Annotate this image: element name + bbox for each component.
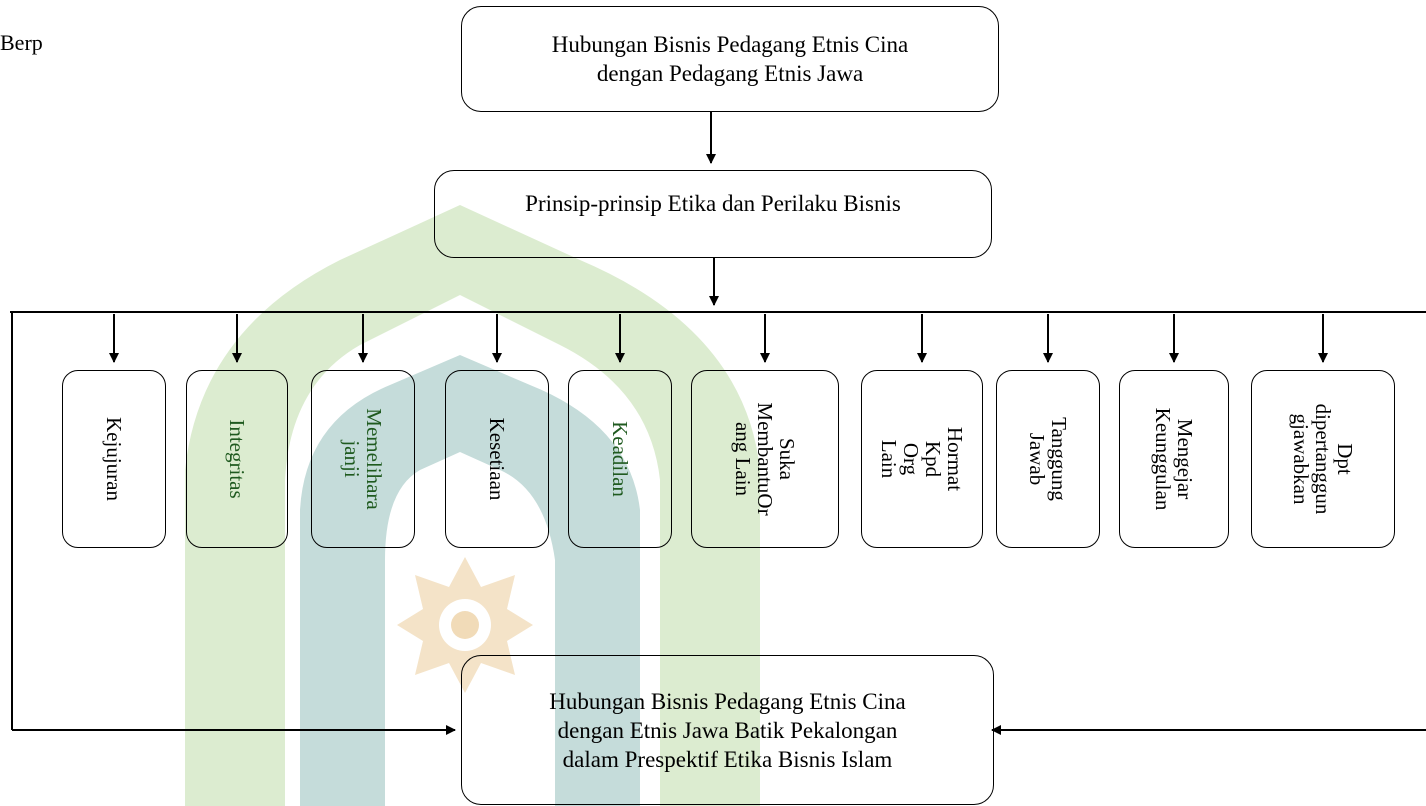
principle-box: Keadilan — [568, 370, 672, 548]
top-box-label: Hubungan Bisnis Pedagang Etnis Cina deng… — [551, 32, 909, 86]
middle-box: Prinsip-prinsip Etika dan Perilaku Bisni… — [434, 170, 992, 258]
principle-label: Kesetiaan — [485, 417, 509, 501]
top-box: Hubungan Bisnis Pedagang Etnis Cina deng… — [461, 6, 999, 112]
principle-box: Tanggung Jawab — [996, 370, 1100, 548]
principle-box: Integritas — [186, 370, 288, 548]
principle-label: Suka MembantuOr ang Lain — [731, 402, 799, 516]
principle-label: Keadilan — [608, 421, 632, 497]
principle-box: Kesetiaan — [445, 370, 549, 548]
principle-label: Tanggung Jawab — [1025, 417, 1071, 501]
principle-label: Dpt dipertanggun gjawabkan — [1289, 403, 1357, 515]
middle-box-label: Prinsip-prinsip Etika dan Perilaku Bisni… — [525, 190, 901, 216]
bottom-box-label: Hubungan Bisnis Pedagang Etnis Cina deng… — [549, 688, 906, 772]
principle-label: Hormat Kpd Org Lain — [877, 426, 967, 492]
principle-label: Memelihara janji — [340, 408, 386, 510]
principle-box: Mengejar Keunggulan — [1119, 370, 1229, 548]
principle-label: Integritas — [225, 419, 249, 499]
bottom-box: Hubungan Bisnis Pedagang Etnis Cina deng… — [461, 655, 994, 805]
principle-box: Suka MembantuOr ang Lain — [691, 370, 839, 548]
principle-label: Kejujuran — [102, 417, 126, 501]
watermark-inner-arch — [300, 355, 640, 806]
principle-box: Kejujuran — [62, 370, 166, 548]
corner-text: Berp — [0, 30, 43, 55]
principle-box: Dpt dipertanggun gjawabkan — [1251, 370, 1395, 548]
principle-box: Hormat Kpd Org Lain — [861, 370, 983, 548]
watermark-star — [397, 557, 533, 693]
principle-box: Memelihara janji — [311, 370, 415, 548]
principle-label: Mengejar Keunggulan — [1151, 407, 1197, 511]
